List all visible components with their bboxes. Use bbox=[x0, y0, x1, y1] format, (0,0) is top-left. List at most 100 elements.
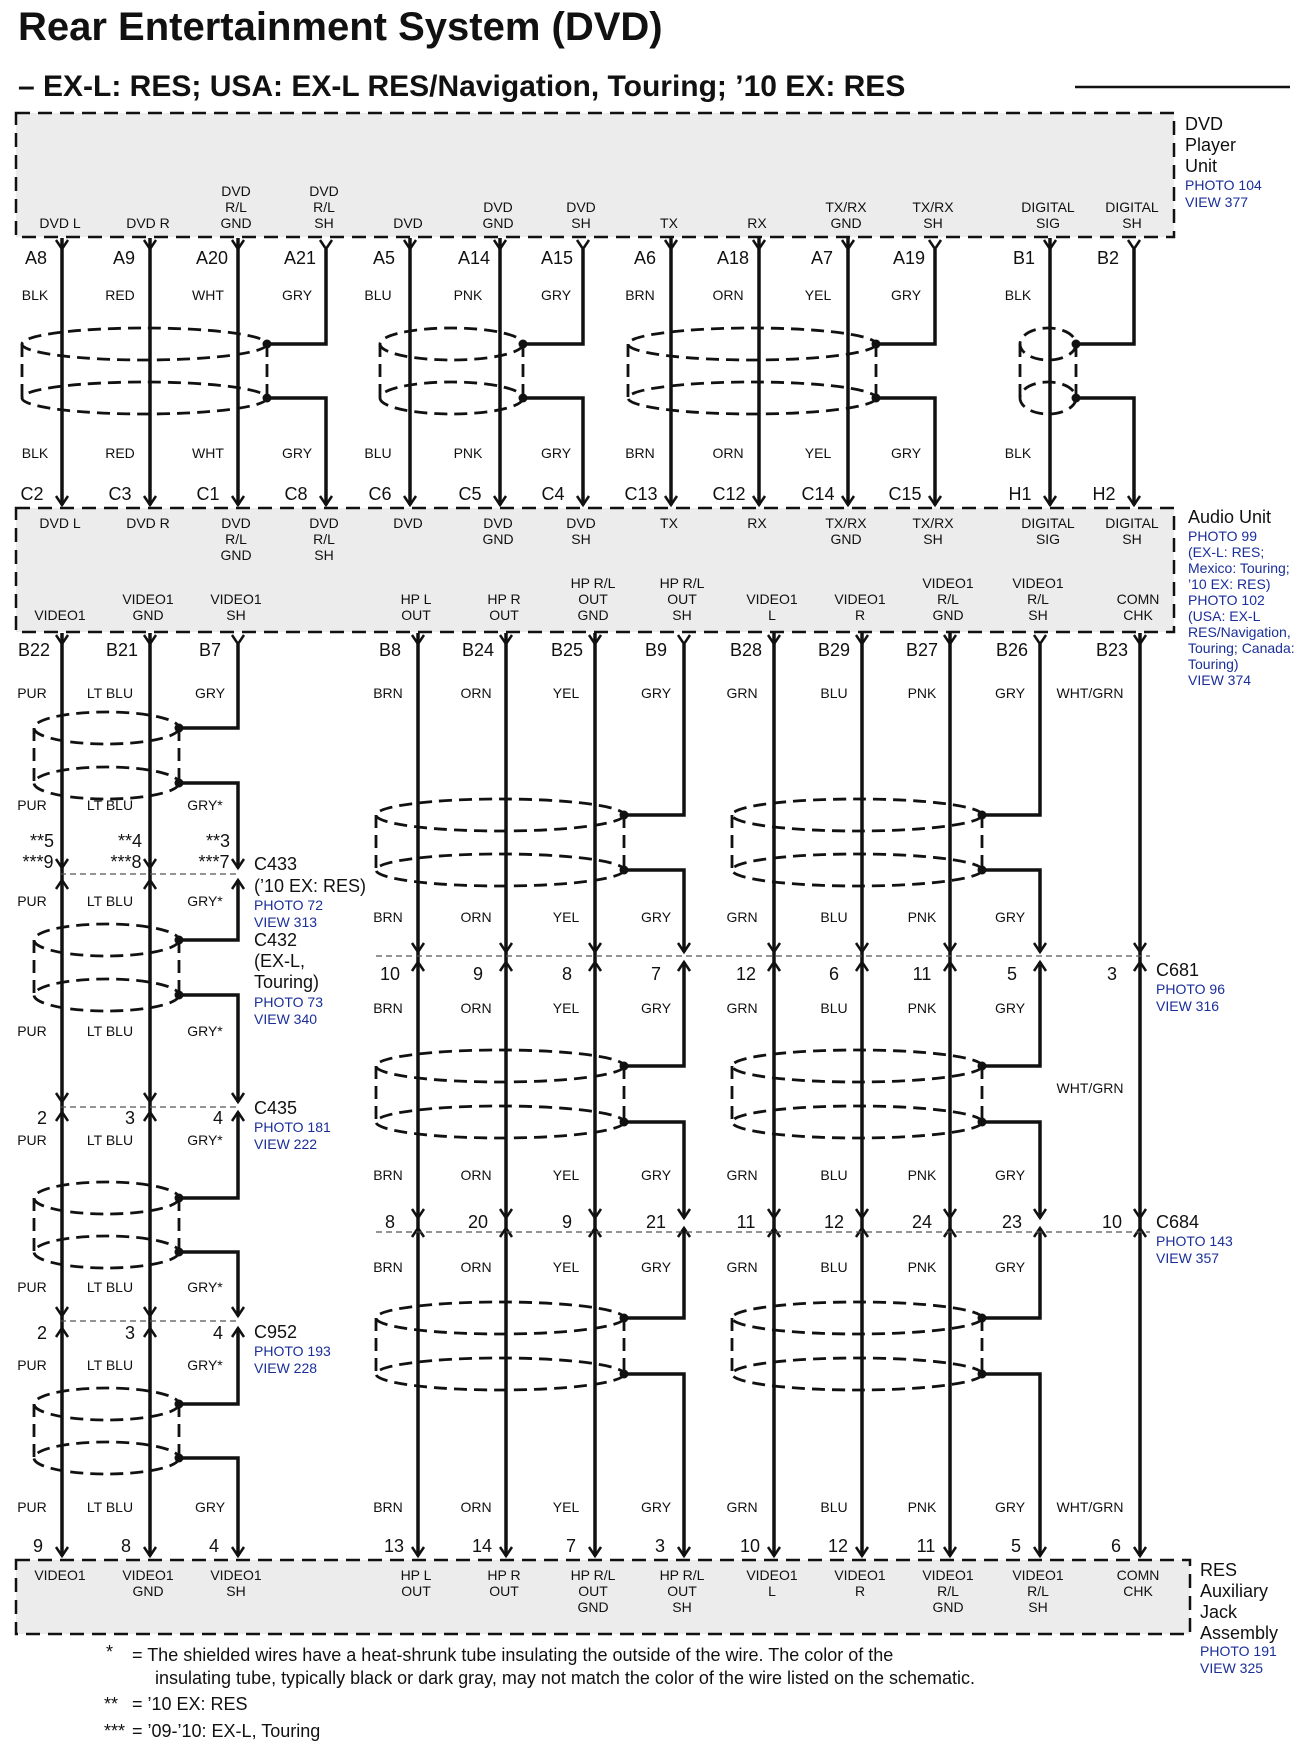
audio-upper-terminal-label: GND bbox=[220, 547, 251, 563]
left-wire-color: LT BLU bbox=[87, 1357, 133, 1373]
shield-ellipse bbox=[32, 1386, 181, 1422]
c684-terminal-arrow bbox=[766, 1225, 782, 1238]
dvd-player-unit-box bbox=[14, 111, 1176, 239]
shield-drain-upper bbox=[876, 249, 937, 346]
audio-terminal-arrow bbox=[766, 634, 782, 647]
res-pin-number: 8 bbox=[121, 1536, 131, 1556]
res-terminal-label: OUT bbox=[578, 1583, 608, 1599]
dvd-terminal-label: SH bbox=[1122, 215, 1141, 231]
c681-terminal-arrow bbox=[1132, 959, 1148, 972]
audio-terminal-arrow bbox=[492, 495, 508, 508]
connector-terminal-arrow bbox=[142, 1306, 158, 1319]
audio-lower-terminal-label: HP R/L bbox=[660, 575, 705, 591]
shield-drain-upper bbox=[179, 1328, 240, 1406]
top-wire-color: YEL bbox=[805, 287, 832, 303]
note-text: = ’09-’10: EX-L, Touring bbox=[132, 1721, 320, 1741]
audio-lower-terminal-label: VIDEO1 bbox=[746, 591, 798, 607]
dvd-pin-number: A6 bbox=[634, 248, 656, 268]
shield-ellipse bbox=[374, 1104, 626, 1140]
c952-pin-number: 2 bbox=[37, 1323, 47, 1343]
audio-lower-pin-number: B28 bbox=[730, 640, 762, 660]
res-terminal-arrow bbox=[498, 1546, 514, 1559]
shield-drain-lower bbox=[876, 396, 937, 505]
c684-pin-number: 21 bbox=[646, 1212, 666, 1232]
lower-wire-color: YEL bbox=[553, 685, 580, 701]
audio-lower-terminal-label: SH bbox=[672, 607, 691, 623]
dvd-terminal-label: GND bbox=[830, 215, 861, 231]
audio-terminal-arrow bbox=[575, 495, 591, 508]
c435-name: C435 bbox=[254, 1098, 297, 1118]
shield-ellipse bbox=[32, 922, 181, 958]
audio-lower-pin-number: B22 bbox=[18, 640, 50, 660]
right-wire-color: GRY bbox=[641, 1000, 672, 1016]
c684-pin-number: 11 bbox=[737, 1212, 756, 1232]
dvd-terminal-label: DVD bbox=[309, 183, 339, 199]
c681-terminal-arrow bbox=[854, 959, 870, 972]
dvd-terminal-label: DVD bbox=[483, 199, 513, 215]
c681-pin-number: 3 bbox=[1107, 964, 1117, 984]
right-wire-color: BLU bbox=[820, 1499, 847, 1515]
top-wire-color: PNK bbox=[454, 445, 483, 461]
res-auxiliary-jack-box bbox=[14, 1558, 1192, 1636]
lower-wire-color: PUR bbox=[17, 685, 47, 701]
audio-terminal-arrow bbox=[402, 495, 418, 508]
audio-upper-pin-number: C3 bbox=[108, 484, 131, 504]
dvd-terminal-arrow bbox=[54, 239, 70, 252]
c433-subtitle: (’10 EX: RES) bbox=[254, 876, 366, 896]
c681-terminal-arrow bbox=[854, 942, 870, 955]
shield-drain-upper bbox=[982, 644, 1042, 817]
dvd-terminal-label: TX bbox=[660, 215, 679, 231]
shield-ellipse bbox=[730, 1300, 984, 1336]
dvd-terminal-label: DVD bbox=[566, 199, 596, 215]
left-wire-color: LT BLU bbox=[87, 893, 133, 909]
res-terminal-arrow bbox=[1132, 1546, 1148, 1559]
right-wire-color: ORN bbox=[460, 1499, 491, 1515]
audio-lower-terminal-label: OUT bbox=[401, 607, 431, 623]
right-wire-color: BLU bbox=[820, 1259, 847, 1275]
audio-terminal-arrow bbox=[587, 634, 603, 647]
right-wire-color: ORN bbox=[460, 1000, 491, 1016]
c681-terminal-arrow bbox=[498, 942, 514, 955]
shield-ellipse bbox=[626, 380, 878, 416]
right-wire-color: GRY bbox=[995, 1167, 1026, 1183]
lower-wire-color: BRN bbox=[373, 685, 403, 701]
left-wire-color: GRY* bbox=[187, 1279, 223, 1295]
res-terminal-arrow bbox=[142, 1546, 158, 1559]
shield-ellipse bbox=[32, 710, 181, 746]
res-terminal-arrow bbox=[410, 1546, 426, 1559]
res-pin-number: 3 bbox=[655, 1536, 665, 1556]
c435-ref: PHOTO 181 bbox=[254, 1119, 331, 1135]
audio-upper-terminal-label: DVD R bbox=[126, 515, 170, 531]
right-wire-color: BRN bbox=[373, 1259, 403, 1275]
audio-upper-terminal-label: DVD bbox=[309, 515, 339, 531]
right-wire-color: ORN bbox=[460, 909, 491, 925]
audio-unit-ref: PHOTO 99 bbox=[1188, 528, 1257, 544]
connector-terminal-arrow bbox=[54, 1325, 70, 1338]
shield-ellipse bbox=[32, 1180, 181, 1216]
audio-lower-terminal-label: L bbox=[768, 607, 776, 623]
dvd-player-unit-name: DVD bbox=[1185, 114, 1223, 134]
audio-terminal-arrow bbox=[142, 495, 158, 508]
shield-drain-lower bbox=[179, 1250, 240, 1316]
left-wire-color: PUR bbox=[17, 1357, 47, 1373]
res-unit-name: Auxiliary bbox=[1200, 1581, 1268, 1601]
c681-pin-number: 11 bbox=[913, 964, 932, 984]
shield-ellipse bbox=[374, 1300, 626, 1336]
audio-upper-terminal-label: DVD bbox=[393, 515, 423, 531]
c432-ref: PHOTO 73 bbox=[254, 994, 323, 1010]
left-wire-color: GRY* bbox=[187, 1023, 223, 1039]
shield-ellipse bbox=[20, 380, 269, 416]
shield-drain-upper bbox=[179, 880, 240, 942]
audio-lower-pin-number: B25 bbox=[551, 640, 583, 660]
audio-unit-ref: Touring) bbox=[1188, 656, 1239, 672]
audio-terminal-arrow bbox=[854, 634, 870, 647]
top-wire-color: GRY bbox=[891, 287, 922, 303]
dvd-terminal-label: GND bbox=[220, 215, 251, 231]
audio-terminal-arrow bbox=[1042, 495, 1058, 508]
audio-lower-pin-number: B23 bbox=[1096, 640, 1128, 660]
top-wire-color: BRN bbox=[625, 287, 655, 303]
top-wire-color: BRN bbox=[625, 445, 655, 461]
dvd-terminal-arrow bbox=[927, 239, 943, 252]
right-wire-color: GRN bbox=[726, 1167, 757, 1183]
c681-ref: VIEW 316 bbox=[1156, 998, 1219, 1014]
